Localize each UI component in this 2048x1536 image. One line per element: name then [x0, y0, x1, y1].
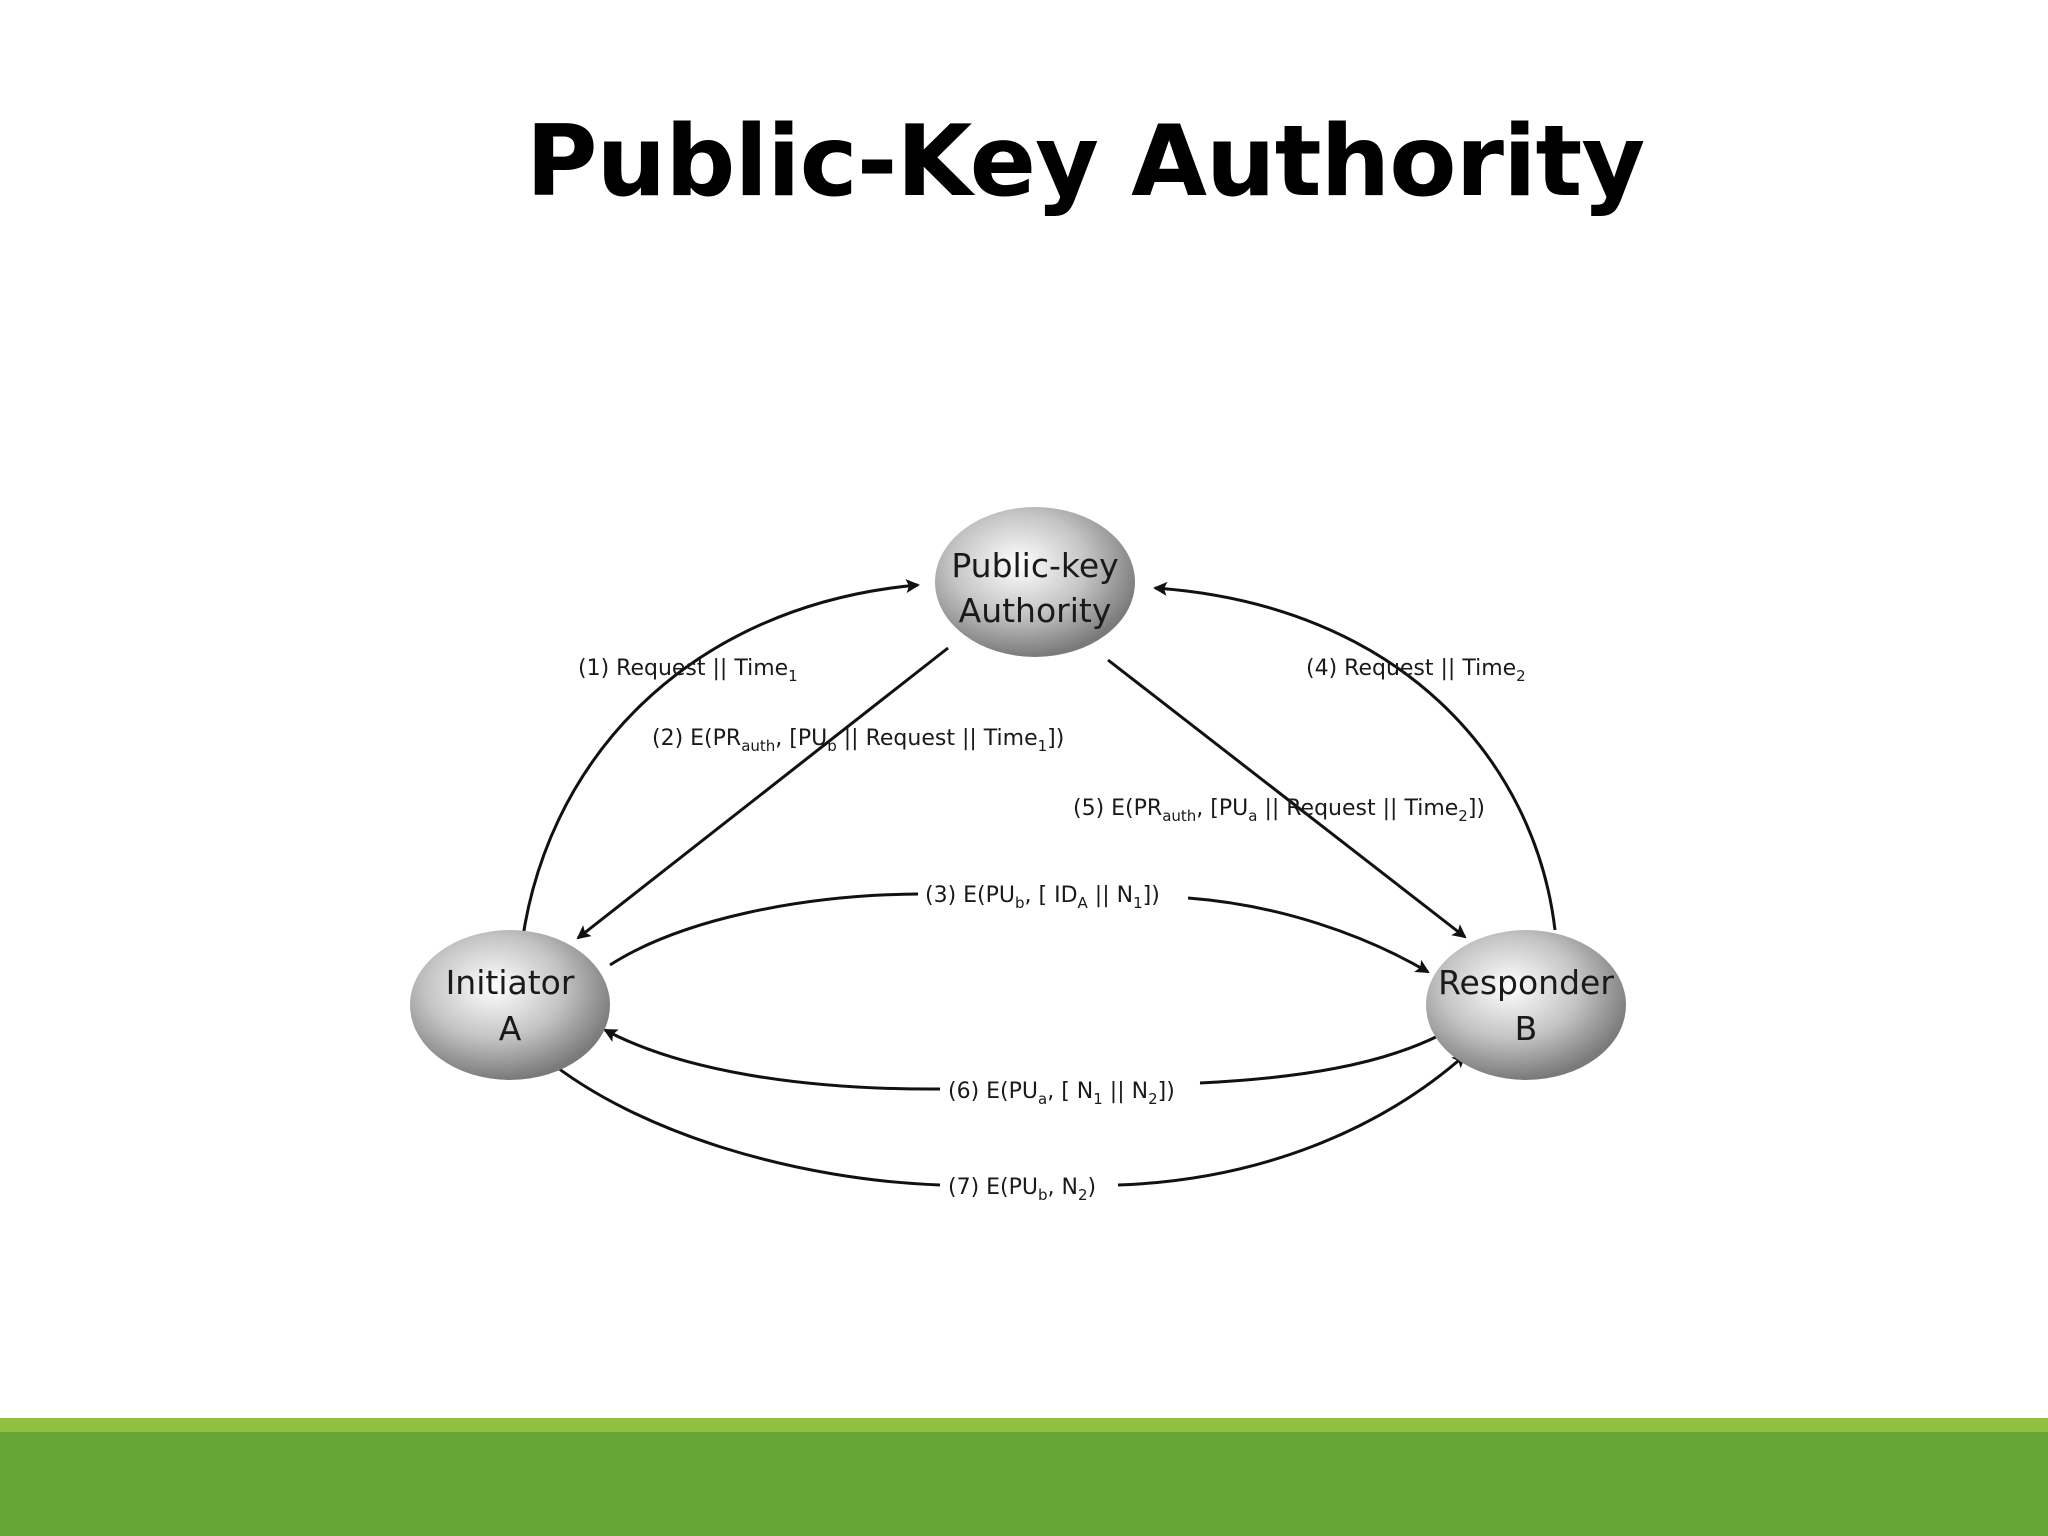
label-message-4: (4) Request || Time2 — [1306, 656, 1526, 685]
footer-band-dark — [0, 1432, 2048, 1536]
arrow-6-b-to-a — [605, 1030, 1441, 1091]
svg-text:Public-key: Public-key — [951, 546, 1118, 585]
label-message-7: (7) E(PUb, N2) — [948, 1175, 1096, 1204]
arrow-2-authority-to-a — [576, 646, 949, 940]
arrow-4-request-time2 — [1153, 581, 1557, 931]
label-message-2: (2) E(PRauth, [PUb || Request || Time1]) — [652, 726, 1064, 755]
label-message-5: (5) E(PRauth, [PUa || Request || Time2]) — [1073, 796, 1485, 825]
label-message-3: (3) E(PUb, [ IDA || N1]) — [925, 883, 1160, 912]
svg-text:Initiator: Initiator — [446, 963, 575, 1002]
svg-text:Authority: Authority — [959, 591, 1112, 630]
svg-text:B: B — [1515, 1009, 1538, 1048]
footer-band-light — [0, 1418, 2048, 1432]
arrow-5-authority-to-b — [1107, 658, 1467, 939]
svg-text:A: A — [499, 1009, 522, 1048]
node-responder-b: Responder B — [1426, 930, 1626, 1080]
slide-title: Public-Key Authority — [525, 105, 1646, 219]
arrow-1-request-time1 — [518, 579, 920, 961]
svg-text:Responder: Responder — [1438, 963, 1614, 1002]
node-public-key-authority: Public-key Authority — [935, 507, 1135, 657]
node-initiator-a: Initiator A — [410, 930, 610, 1080]
arrow-3-a-to-b — [609, 892, 1428, 972]
arrow-7-a-to-b — [544, 1055, 1465, 1187]
label-message-1: (1) Request || Time1 — [578, 656, 798, 685]
label-message-6: (6) E(PUa, [ N1 || N2]) — [948, 1079, 1175, 1108]
